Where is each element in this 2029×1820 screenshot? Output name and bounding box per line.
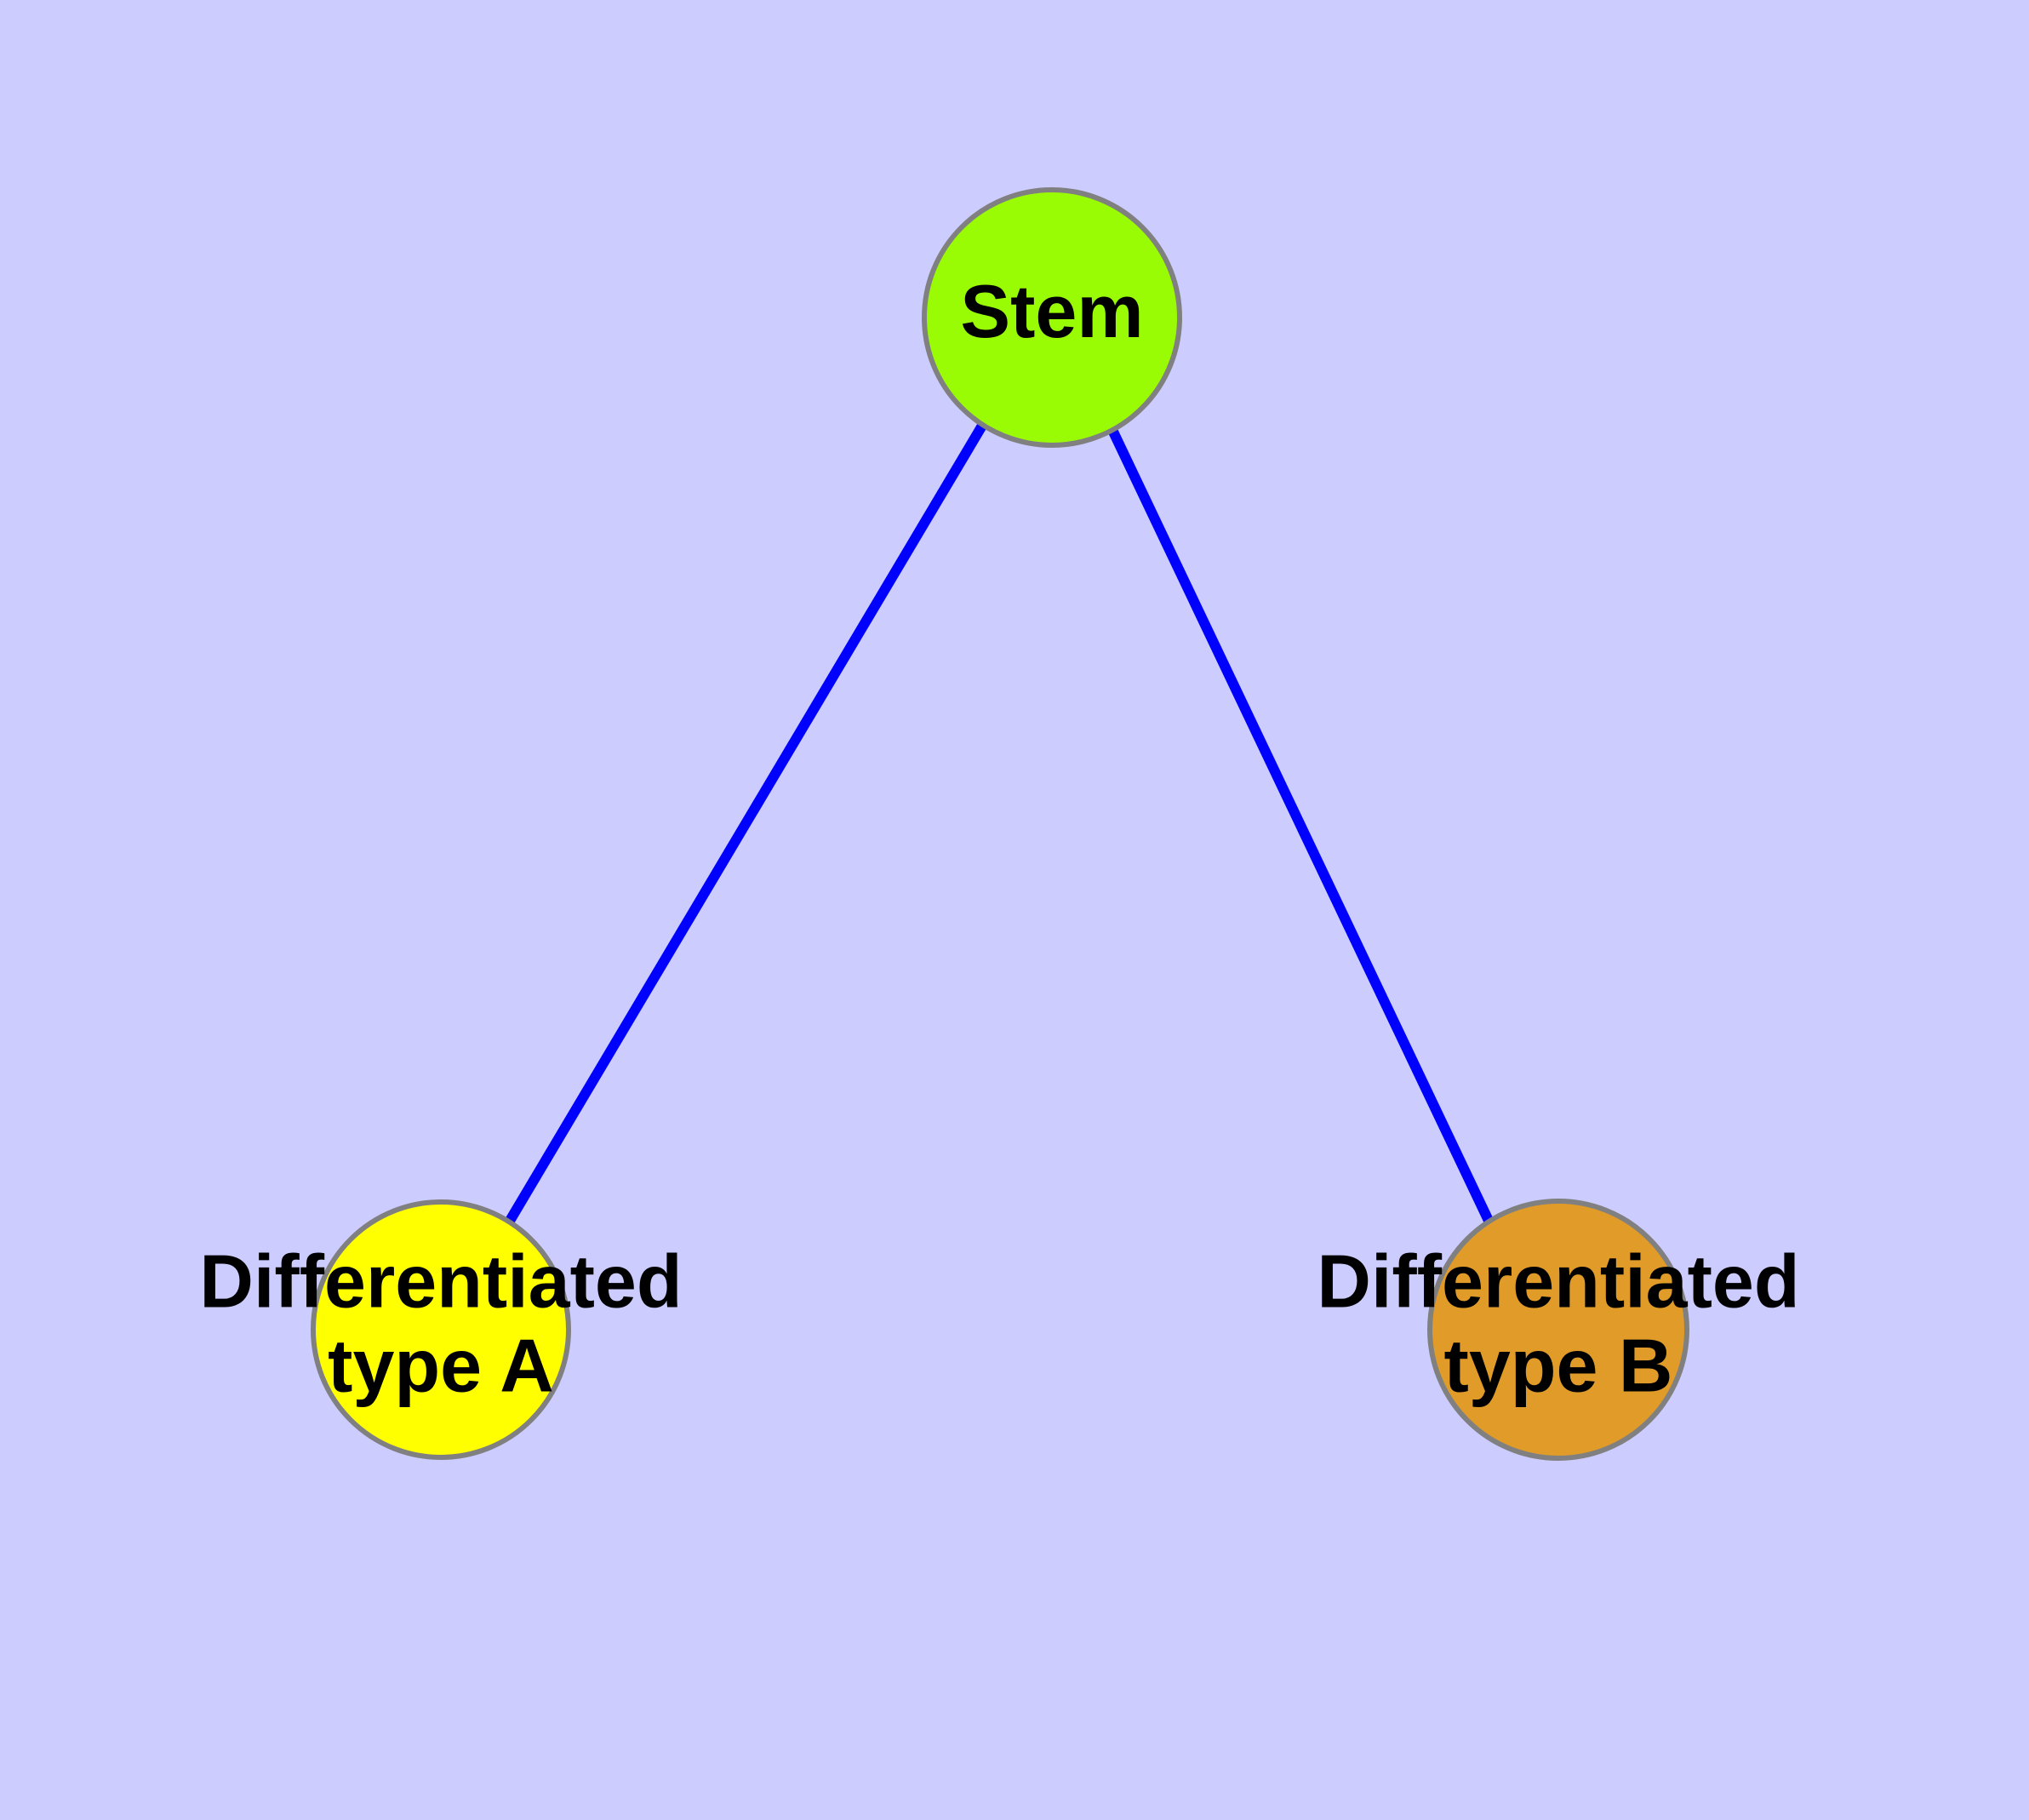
edge-stem-to-diff_a[interactable] bbox=[505, 422, 987, 1224]
node-label-line: type B bbox=[1444, 1324, 1673, 1408]
node-circle-stem[interactable] bbox=[922, 187, 1182, 448]
edge-stem-to-diff_b[interactable] bbox=[1107, 427, 1495, 1227]
node-label-line: type A bbox=[328, 1324, 554, 1408]
node-circle-diff_b[interactable] bbox=[1427, 1199, 1689, 1461]
node-label-line: Differentiated bbox=[199, 1239, 682, 1324]
edges-group bbox=[505, 422, 1495, 1227]
node-label-stem: Stem bbox=[960, 269, 1143, 353]
node-stem[interactable]: Stem bbox=[922, 187, 1182, 448]
node-circle-diff_a[interactable] bbox=[311, 1199, 571, 1460]
node-label-line: Differentiated bbox=[1317, 1239, 1799, 1324]
node-label-line: Stem bbox=[960, 269, 1143, 353]
